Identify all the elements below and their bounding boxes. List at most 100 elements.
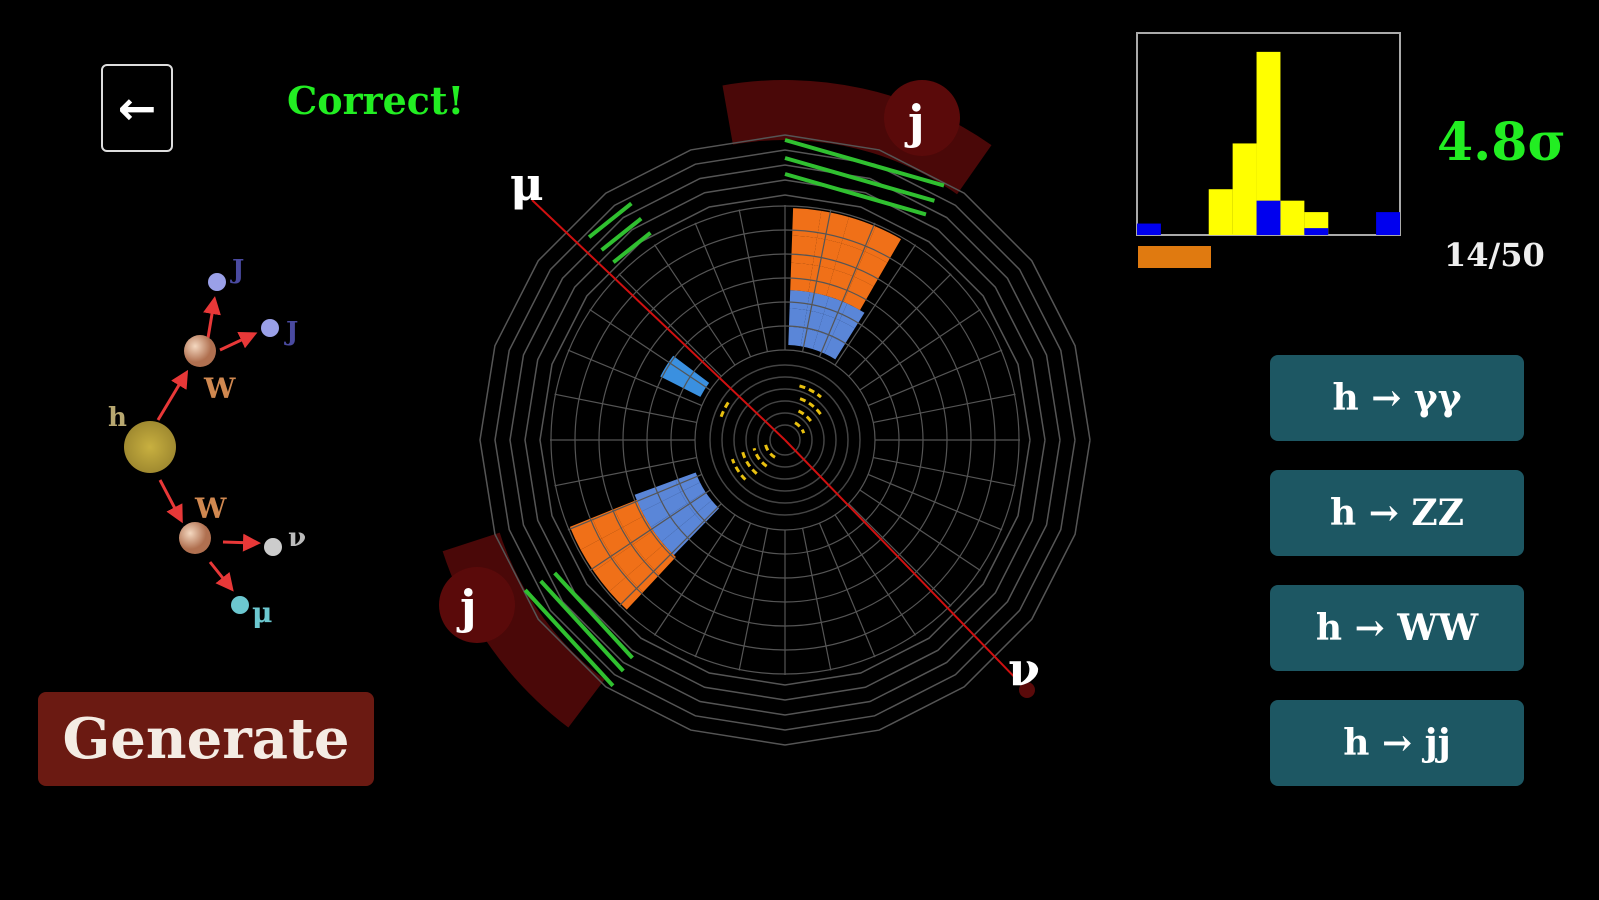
muon-hit	[784, 138, 945, 188]
background-bar	[1137, 223, 1161, 235]
calo-cell	[788, 308, 807, 329]
muon-chamber	[479, 134, 1091, 746]
calo-cell	[641, 501, 669, 528]
muon-hit	[612, 231, 652, 264]
svg-text:μ: μ	[252, 596, 273, 629]
muon-chamber	[509, 164, 1061, 716]
svg-text:J: J	[284, 317, 298, 347]
calo-cell	[593, 557, 628, 592]
tracker-layer	[733, 388, 837, 492]
generate-button[interactable]: Generate	[38, 692, 374, 786]
signal-bar	[1232, 143, 1257, 235]
tracker-hit	[719, 400, 731, 418]
jet-marker	[884, 80, 960, 156]
svg-text:W: W	[203, 372, 236, 405]
w-particle	[184, 335, 216, 367]
muon-chamber	[539, 194, 1031, 686]
choice-h-zz[interactable]: h → ZZ	[1270, 470, 1524, 556]
calo-cell	[806, 292, 829, 315]
svg-text:W: W	[194, 492, 227, 525]
signal-bar	[1208, 189, 1233, 235]
jet-label: j	[456, 580, 477, 634]
tracker-layer	[757, 412, 813, 468]
muon-label: μ	[510, 157, 544, 211]
svg-text:h: h	[108, 403, 127, 433]
progress-track	[1138, 246, 1398, 268]
background-bar	[1256, 200, 1281, 235]
calo-cell	[843, 276, 874, 311]
calo-cell	[790, 262, 813, 292]
progress-bar	[1138, 246, 1211, 268]
tracker-hit	[752, 447, 768, 468]
calo-cell	[831, 320, 855, 344]
calo-cell	[668, 503, 695, 528]
event-counter: 14/50	[1444, 236, 1545, 274]
calo-cell	[864, 226, 901, 263]
muon-chamber	[494, 149, 1076, 731]
tracker-hit	[730, 458, 747, 481]
muon-hit	[539, 579, 625, 673]
calo-cell	[792, 208, 822, 238]
svg-text:ν: ν	[288, 523, 306, 553]
muon-hit	[553, 571, 634, 660]
tracker-layer	[769, 424, 801, 456]
calo-cell	[613, 544, 646, 576]
event-display: j j μ ν	[439, 80, 1091, 746]
higgs-particle	[124, 421, 176, 473]
w-particle	[179, 522, 211, 554]
left-arrow-icon: ←	[117, 81, 157, 135]
jet-marker	[439, 567, 515, 643]
mass-histogram	[1136, 32, 1401, 236]
neutrino-label: ν	[1008, 642, 1040, 696]
jet-label: j	[904, 95, 925, 149]
calo-cell	[826, 269, 855, 302]
result-status: Correct!	[287, 78, 465, 123]
calo-cell	[839, 303, 865, 329]
significance: 4.8σ	[1437, 112, 1566, 173]
muon-hit	[784, 156, 935, 203]
muon-hit	[600, 217, 643, 252]
muon-hit	[587, 201, 633, 239]
svg-text:J: J	[230, 255, 244, 285]
calo-cell	[803, 310, 824, 332]
calo-cell	[661, 527, 689, 556]
calo-cell	[678, 514, 704, 540]
calo-cell	[614, 499, 645, 528]
tracker-hit	[797, 409, 815, 425]
calo-cell	[800, 328, 819, 350]
calo-cell	[694, 500, 720, 524]
muon-hit	[523, 588, 615, 688]
calo-cell	[824, 336, 846, 360]
neutrino-track	[784, 439, 1028, 691]
background-bar	[1376, 212, 1400, 235]
tracker-hit	[763, 443, 776, 459]
tracker-layer	[745, 400, 825, 480]
choice-h-ww[interactable]: h → WW	[1270, 585, 1524, 671]
signal-bar	[1280, 200, 1305, 235]
signal-bar	[1256, 51, 1281, 236]
calo-cell	[661, 492, 688, 516]
calo-cell	[627, 560, 660, 593]
calo-cell	[817, 210, 849, 244]
back-button[interactable]: ←	[101, 64, 173, 152]
tracker-hit	[799, 397, 823, 416]
calo-cell	[788, 326, 804, 347]
muon-track	[531, 199, 786, 441]
tracker-layer	[721, 376, 849, 504]
tracker-hit	[741, 450, 758, 475]
choice-h-jj[interactable]: h → jj	[1270, 700, 1524, 786]
choice-h-gamma-gamma[interactable]: h → γγ	[1270, 355, 1524, 441]
calo-cell	[660, 355, 710, 397]
muon-hit	[784, 172, 927, 217]
calo-cell	[791, 235, 818, 265]
calo-cell	[634, 487, 662, 512]
calo-cell	[650, 515, 679, 542]
muon-chamber	[524, 179, 1046, 701]
background-bar	[1304, 228, 1329, 235]
decay-diagram: h W W J J ν μ	[108, 255, 306, 629]
tracker-layer	[709, 364, 861, 516]
calo-cell	[854, 251, 888, 287]
calo-cell	[789, 290, 810, 311]
calo-cell	[580, 538, 614, 572]
calo-cell	[609, 575, 644, 610]
